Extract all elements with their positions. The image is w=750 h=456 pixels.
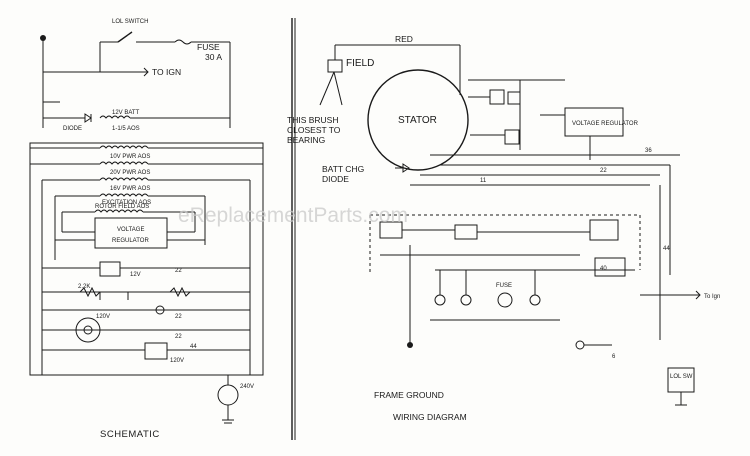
svg-text:6: 6	[612, 354, 616, 360]
wiring-panel: RED FIELD THIS BRUSH CLOSEST TO BEARING …	[287, 34, 720, 422]
svg-text:22: 22	[175, 268, 182, 274]
svg-text:BEARING: BEARING	[287, 135, 325, 145]
to-ign-label: TO IGN	[152, 67, 181, 77]
fuse-rating: 30 A	[205, 52, 222, 62]
fuse-symbol	[174, 39, 192, 45]
svg-text:12V: 12V	[130, 272, 141, 278]
svg-text:11: 11	[480, 178, 487, 184]
svg-text:FUSE: FUSE	[496, 283, 512, 289]
watermark: eReplacementParts.com	[178, 204, 408, 227]
svg-text:44: 44	[190, 344, 197, 350]
voltage-regulator-module	[564, 107, 624, 137]
svg-text:44: 44	[663, 246, 670, 252]
fuse-holder	[497, 292, 513, 308]
svg-text:BATT CHG: BATT CHG	[322, 164, 364, 174]
field-brush	[327, 59, 343, 73]
svg-text:20V PWR AOS: 20V PWR AOS	[110, 170, 150, 176]
svg-text:16V PWR AOS: 16V PWR AOS	[110, 186, 150, 192]
resistor-2k2	[79, 286, 101, 298]
stator-circle	[367, 69, 469, 171]
voltage-regulator-box	[94, 217, 168, 249]
batt-chg-diode	[395, 163, 410, 173]
to-ign-label-right: To Ign	[704, 294, 720, 300]
red-wire-label: RED	[395, 34, 413, 44]
diode-label: DIODE	[63, 126, 82, 132]
outlet-box	[144, 342, 168, 360]
lamp-120v	[75, 317, 101, 343]
svg-text:REGULATOR: REGULATOR	[112, 238, 149, 244]
lol-switch-contact	[117, 31, 133, 43]
svg-text:2.2K: 2.2K	[78, 284, 90, 290]
svg-text:120V: 120V	[96, 314, 110, 320]
schematic-panel: LOL SWITCH FUSE 30 A TO IGN DIODE 12V BA…	[29, 19, 264, 440]
svg-text:22: 22	[175, 334, 182, 340]
svg-text:CLOSEST TO: CLOSEST TO	[287, 125, 341, 135]
coil-rows: 10V PWR AOS 20V PWR AOS 16V PWR AOS EXCI…	[30, 145, 263, 213]
schematic-title: SCHEMATIC	[100, 429, 160, 440]
svg-text:36: 36	[645, 148, 652, 154]
outlet-block	[594, 257, 626, 277]
svg-text:DIODE: DIODE	[322, 174, 349, 184]
svg-text:120V: 120V	[170, 358, 184, 364]
field-label: FIELD	[346, 58, 374, 69]
lol-switch-label: LOL SWITCH	[112, 19, 148, 25]
svg-text:12V BATT: 12V BATT	[112, 110, 140, 116]
svg-text:ROTOR FIELD AOS: ROTOR FIELD AOS	[95, 204, 149, 210]
relay-box	[99, 261, 121, 277]
svg-text:LOL SW: LOL SW	[670, 374, 693, 380]
svg-text:240V: 240V	[240, 384, 254, 390]
svg-text:10V PWR AOS: 10V PWR AOS	[110, 154, 150, 160]
stator-label: STATOR	[398, 115, 437, 126]
svg-text:THIS BRUSH: THIS BRUSH	[287, 115, 338, 125]
wiring-title: WIRING DIAGRAM	[393, 412, 467, 422]
receptacle-240v	[217, 384, 239, 406]
svg-text:VOLTAGE REGULATOR: VOLTAGE REGULATOR	[572, 121, 639, 127]
svg-text:40: 40	[600, 266, 607, 272]
svg-text:VOLTAGE: VOLTAGE	[117, 227, 144, 233]
diode-symbol	[84, 113, 92, 123]
svg-text:EXCITATION AOS: EXCITATION AOS	[102, 200, 151, 206]
svg-text:22: 22	[600, 168, 607, 174]
fuse-label: FUSE	[197, 42, 220, 52]
svg-text:1-1/5 AOS: 1-1/5 AOS	[112, 126, 140, 132]
frame-ground-label: FRAME GROUND	[374, 390, 444, 400]
svg-text:22: 22	[175, 314, 182, 320]
schematic-frame	[29, 142, 264, 376]
lol-switch-box	[667, 367, 695, 393]
ground-stud	[434, 294, 446, 306]
